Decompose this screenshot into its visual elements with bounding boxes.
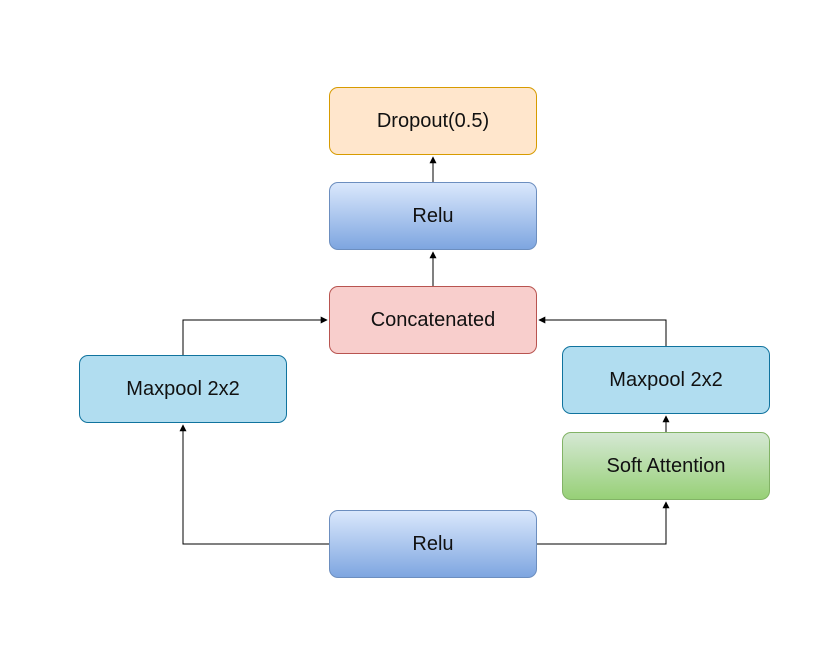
edge-relu-bottom-to-soft-attention bbox=[537, 501, 670, 545]
edge-maxpool-right-to-concatenated bbox=[538, 316, 667, 346]
dropout-node: Dropout(0.5) bbox=[329, 87, 537, 155]
edge-maxpool-left-to-concatenated bbox=[182, 316, 328, 355]
relu-top-node: Relu bbox=[329, 182, 537, 250]
maxpool-right-node: Maxpool 2x2 bbox=[562, 346, 770, 414]
edge-relu-bottom-to-maxpool-left bbox=[179, 424, 329, 545]
concatenated-node: Concatenated bbox=[329, 286, 537, 354]
maxpool-left-node: Maxpool 2x2 bbox=[79, 355, 287, 423]
soft-attention-node: Soft Attention bbox=[562, 432, 770, 500]
relu-bottom-node: Relu bbox=[329, 510, 537, 578]
